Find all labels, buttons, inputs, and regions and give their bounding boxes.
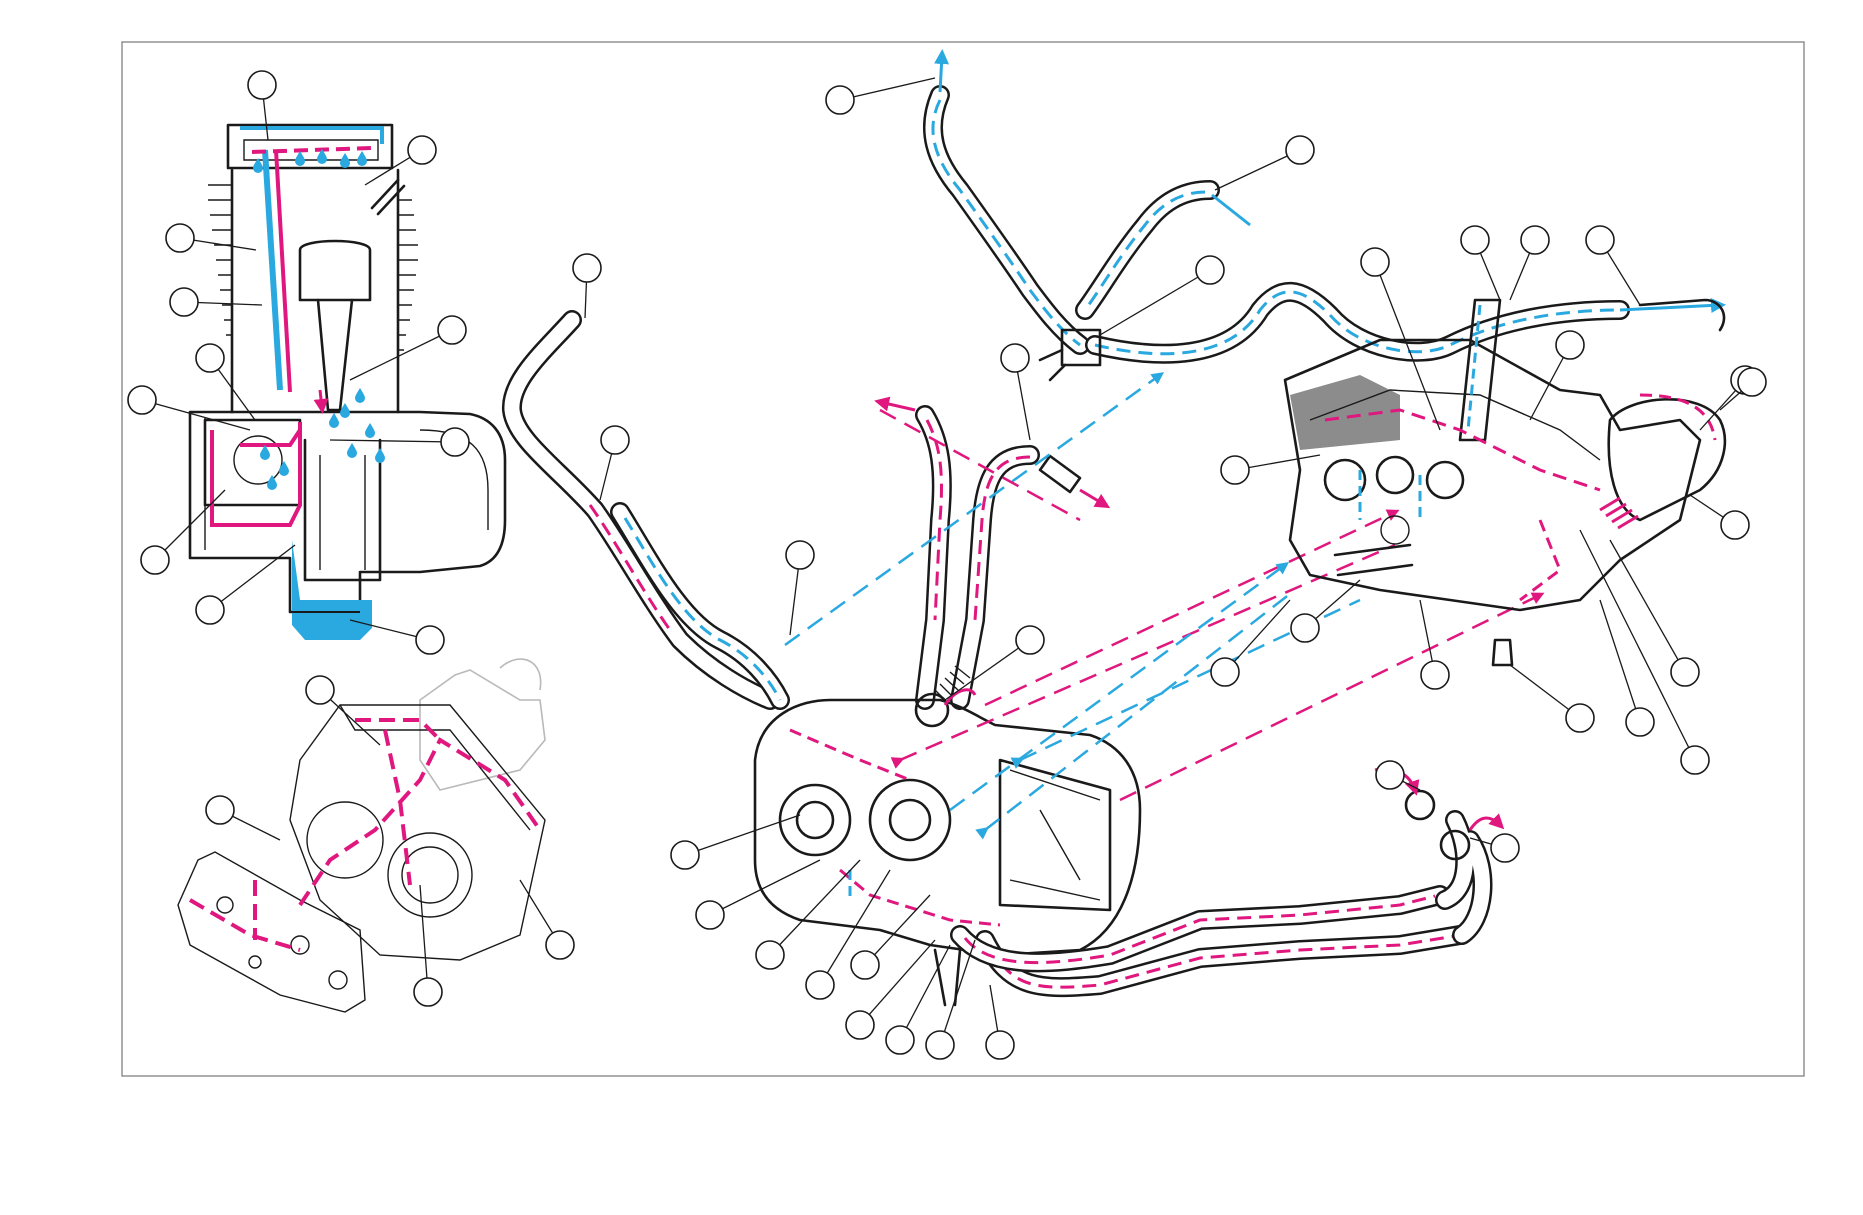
callout-leader-line — [864, 894, 931, 966]
callout-leader-line — [819, 869, 891, 986]
callout-leader-line — [1099, 269, 1211, 336]
callout-leader-line — [1214, 149, 1301, 191]
callout-leader-line — [709, 859, 821, 916]
callout-bubble — [1490, 833, 1520, 863]
oil-pump-panel — [502, 49, 1630, 1007]
callout-bubble — [545, 930, 575, 960]
callout-bubble — [755, 940, 785, 970]
callout-bubble — [805, 970, 835, 1000]
callout-bubble — [1555, 330, 1585, 360]
callout-leader-line — [684, 814, 801, 856]
callout-bubble — [127, 385, 157, 415]
callout-leader-line — [1374, 261, 1441, 431]
callout-leader-line — [209, 544, 296, 611]
callout-leader-line — [154, 489, 226, 561]
callout-bubble — [985, 1030, 1015, 1060]
callout-bubble — [1737, 367, 1767, 397]
callout-bubble — [415, 625, 445, 655]
callout-bubble — [165, 223, 195, 253]
callout-leader-line — [329, 439, 456, 443]
callout-bubble — [885, 1025, 915, 1055]
callout-bubble — [440, 427, 470, 457]
callout-bubble — [825, 85, 855, 115]
callout-bubble — [1220, 455, 1250, 485]
callout-leader-line — [419, 884, 429, 993]
callout-leader-line — [1599, 599, 1641, 723]
callout-bubble — [1420, 660, 1450, 690]
callout-bubble — [850, 950, 880, 980]
callout-leader-line — [1579, 529, 1696, 761]
callout-leader-line — [349, 329, 453, 381]
cylinder-cutaway-panel — [188, 123, 507, 640]
callout-bubble — [1000, 343, 1030, 373]
callout-bubble — [600, 425, 630, 455]
callout-bubble — [195, 343, 225, 373]
callout-leader-line — [944, 639, 1031, 701]
crankcase-panel — [1283, 297, 1727, 667]
callout-bubble — [1290, 613, 1320, 643]
callout-leader-line — [1224, 599, 1291, 673]
callout-bubble — [195, 595, 225, 625]
callout-bubble — [845, 1010, 875, 1040]
callout-bubble — [413, 977, 443, 1007]
callout-bubble — [1520, 225, 1550, 255]
callout-bubble — [1670, 657, 1700, 687]
callout-leader-line — [769, 859, 861, 956]
callout-bubble — [247, 70, 277, 100]
callout-bubble — [925, 1030, 955, 1060]
figure-frame — [121, 41, 1805, 1077]
callout-bubble — [1375, 760, 1405, 790]
cam-support-plate-panel — [177, 658, 546, 1013]
callout-bubble — [140, 545, 170, 575]
callout-bubble — [1360, 247, 1390, 277]
callout-group — [127, 70, 1767, 1060]
callout-bubble — [1210, 657, 1240, 687]
callout-bubble — [1195, 255, 1225, 285]
callout-leader-line — [859, 939, 936, 1026]
callout-bubble — [205, 795, 235, 825]
callout-bubble — [1625, 707, 1655, 737]
callout-bubble — [437, 315, 467, 345]
callout-leader-line — [839, 77, 936, 101]
callout-bubble — [407, 135, 437, 165]
callout-bubble — [1585, 225, 1615, 255]
callout-leader-line — [1609, 539, 1686, 673]
callout-bubble — [1015, 625, 1045, 655]
callout-bubble — [1680, 745, 1710, 775]
callout-bubble — [785, 540, 815, 570]
connecting-flow-lines — [784, 372, 1545, 840]
callout-bubble — [670, 840, 700, 870]
callout-bubble — [1460, 225, 1490, 255]
callout-leader-line — [939, 939, 976, 1046]
callout-bubble — [1720, 510, 1750, 540]
callout-bubble — [169, 287, 199, 317]
callout-bubble — [1565, 703, 1595, 733]
callout-bubble — [572, 253, 602, 283]
callout-bubble — [695, 900, 725, 930]
callout-bubble — [305, 675, 335, 705]
callout-leader-line — [899, 944, 951, 1041]
callout-bubble — [1285, 135, 1315, 165]
callout-leader-line — [141, 399, 251, 431]
